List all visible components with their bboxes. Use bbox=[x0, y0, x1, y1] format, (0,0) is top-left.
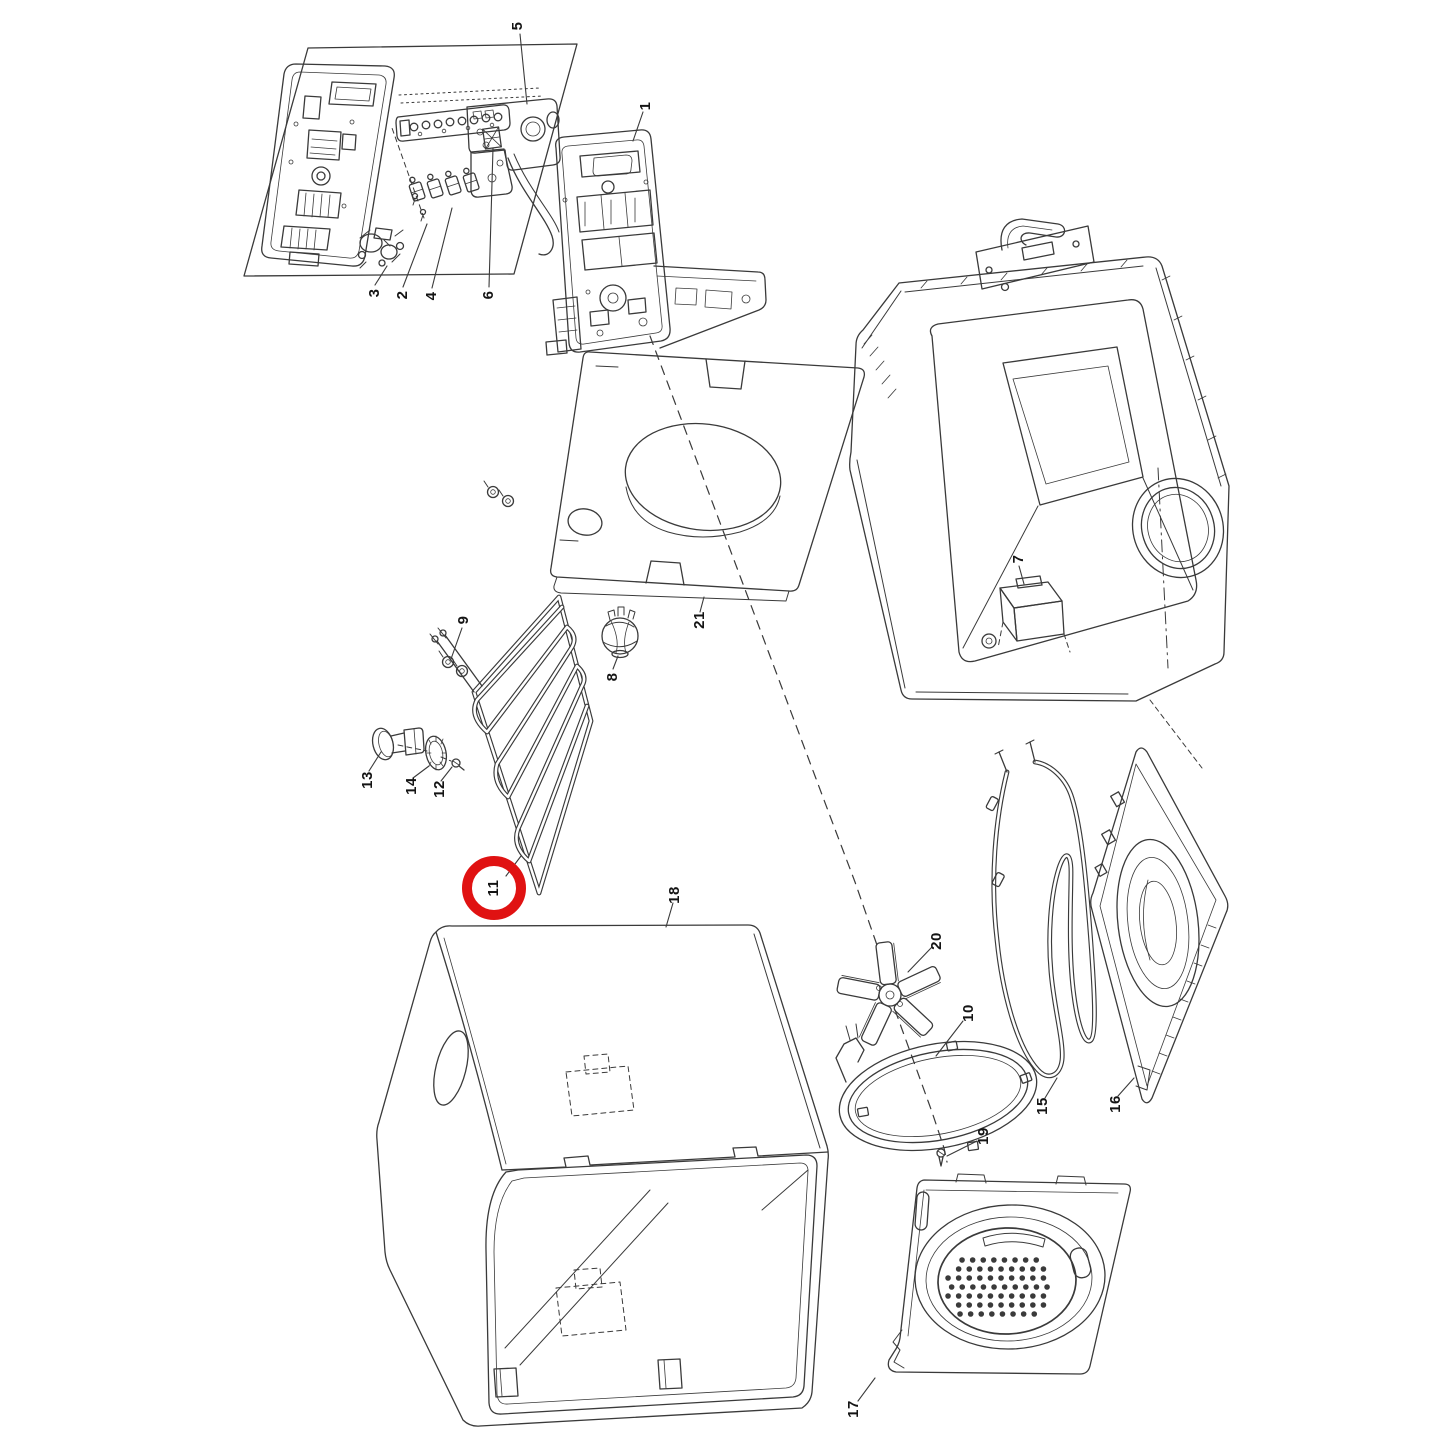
part-label-21: 21 bbox=[691, 611, 708, 629]
part-label-12: 12 bbox=[431, 780, 448, 798]
part-9-clips bbox=[438, 480, 515, 678]
perforation-dots bbox=[943, 1257, 1057, 1317]
part-1-control-panel bbox=[545, 129, 767, 356]
assembly-axis-dashed-lines bbox=[649, 335, 1203, 1163]
part-17-perforated-plate bbox=[887, 1173, 1132, 1375]
part-label-2: 2 bbox=[394, 290, 411, 300]
part-label-10: 10 bbox=[960, 1004, 977, 1022]
control-board-sheet bbox=[243, 43, 578, 277]
part-18-cavity bbox=[376, 924, 829, 1427]
part-8-lamp-motor bbox=[601, 606, 639, 659]
part-label-16: 16 bbox=[1107, 1095, 1124, 1113]
part-15-rear-element bbox=[985, 739, 1097, 1079]
leader-lines bbox=[368, 33, 1135, 1402]
part-5-key-strip bbox=[395, 87, 561, 256]
part-label-11: 11 bbox=[485, 879, 502, 897]
part-label-17: 17 bbox=[845, 1400, 862, 1418]
part-21-duct-plate bbox=[549, 351, 866, 602]
cavity-dashed-latch-outlines bbox=[555, 1053, 635, 1337]
part-label-15: 15 bbox=[1034, 1097, 1051, 1115]
part-label-20: 20 bbox=[928, 932, 945, 950]
part-12-screw bbox=[440, 756, 465, 771]
part-label-8: 8 bbox=[604, 672, 621, 682]
part-label-6: 6 bbox=[480, 290, 497, 300]
part-10-ring bbox=[835, 1023, 1038, 1152]
part-19-screw bbox=[936, 1148, 946, 1167]
part-label-5: 5 bbox=[509, 21, 526, 31]
part-20-fan-blade bbox=[836, 941, 941, 1046]
part-6-connector bbox=[482, 126, 502, 150]
part-label-4: 4 bbox=[423, 291, 440, 301]
part-label-1: 1 bbox=[637, 101, 654, 111]
highlight-circle-part-11 bbox=[462, 856, 526, 920]
part-label-19: 19 bbox=[975, 1127, 992, 1145]
part-label-18: 18 bbox=[666, 886, 683, 904]
part-2-screws bbox=[391, 127, 427, 222]
part-label-13: 13 bbox=[359, 771, 376, 789]
part-3-motor-assembly bbox=[357, 227, 405, 269]
part-11-heating-element bbox=[429, 594, 594, 896]
part-7-component-box bbox=[997, 575, 1071, 653]
part-label-9: 9 bbox=[455, 615, 472, 625]
part-label-3: 3 bbox=[366, 288, 383, 298]
part-14-seal-ring bbox=[424, 735, 448, 771]
outer-cabinet bbox=[849, 218, 1230, 702]
part-16-back-plate bbox=[1090, 747, 1229, 1104]
part-label-14: 14 bbox=[403, 777, 420, 795]
part-label-7: 7 bbox=[1010, 554, 1027, 564]
part-13-knob-cap bbox=[371, 727, 428, 761]
